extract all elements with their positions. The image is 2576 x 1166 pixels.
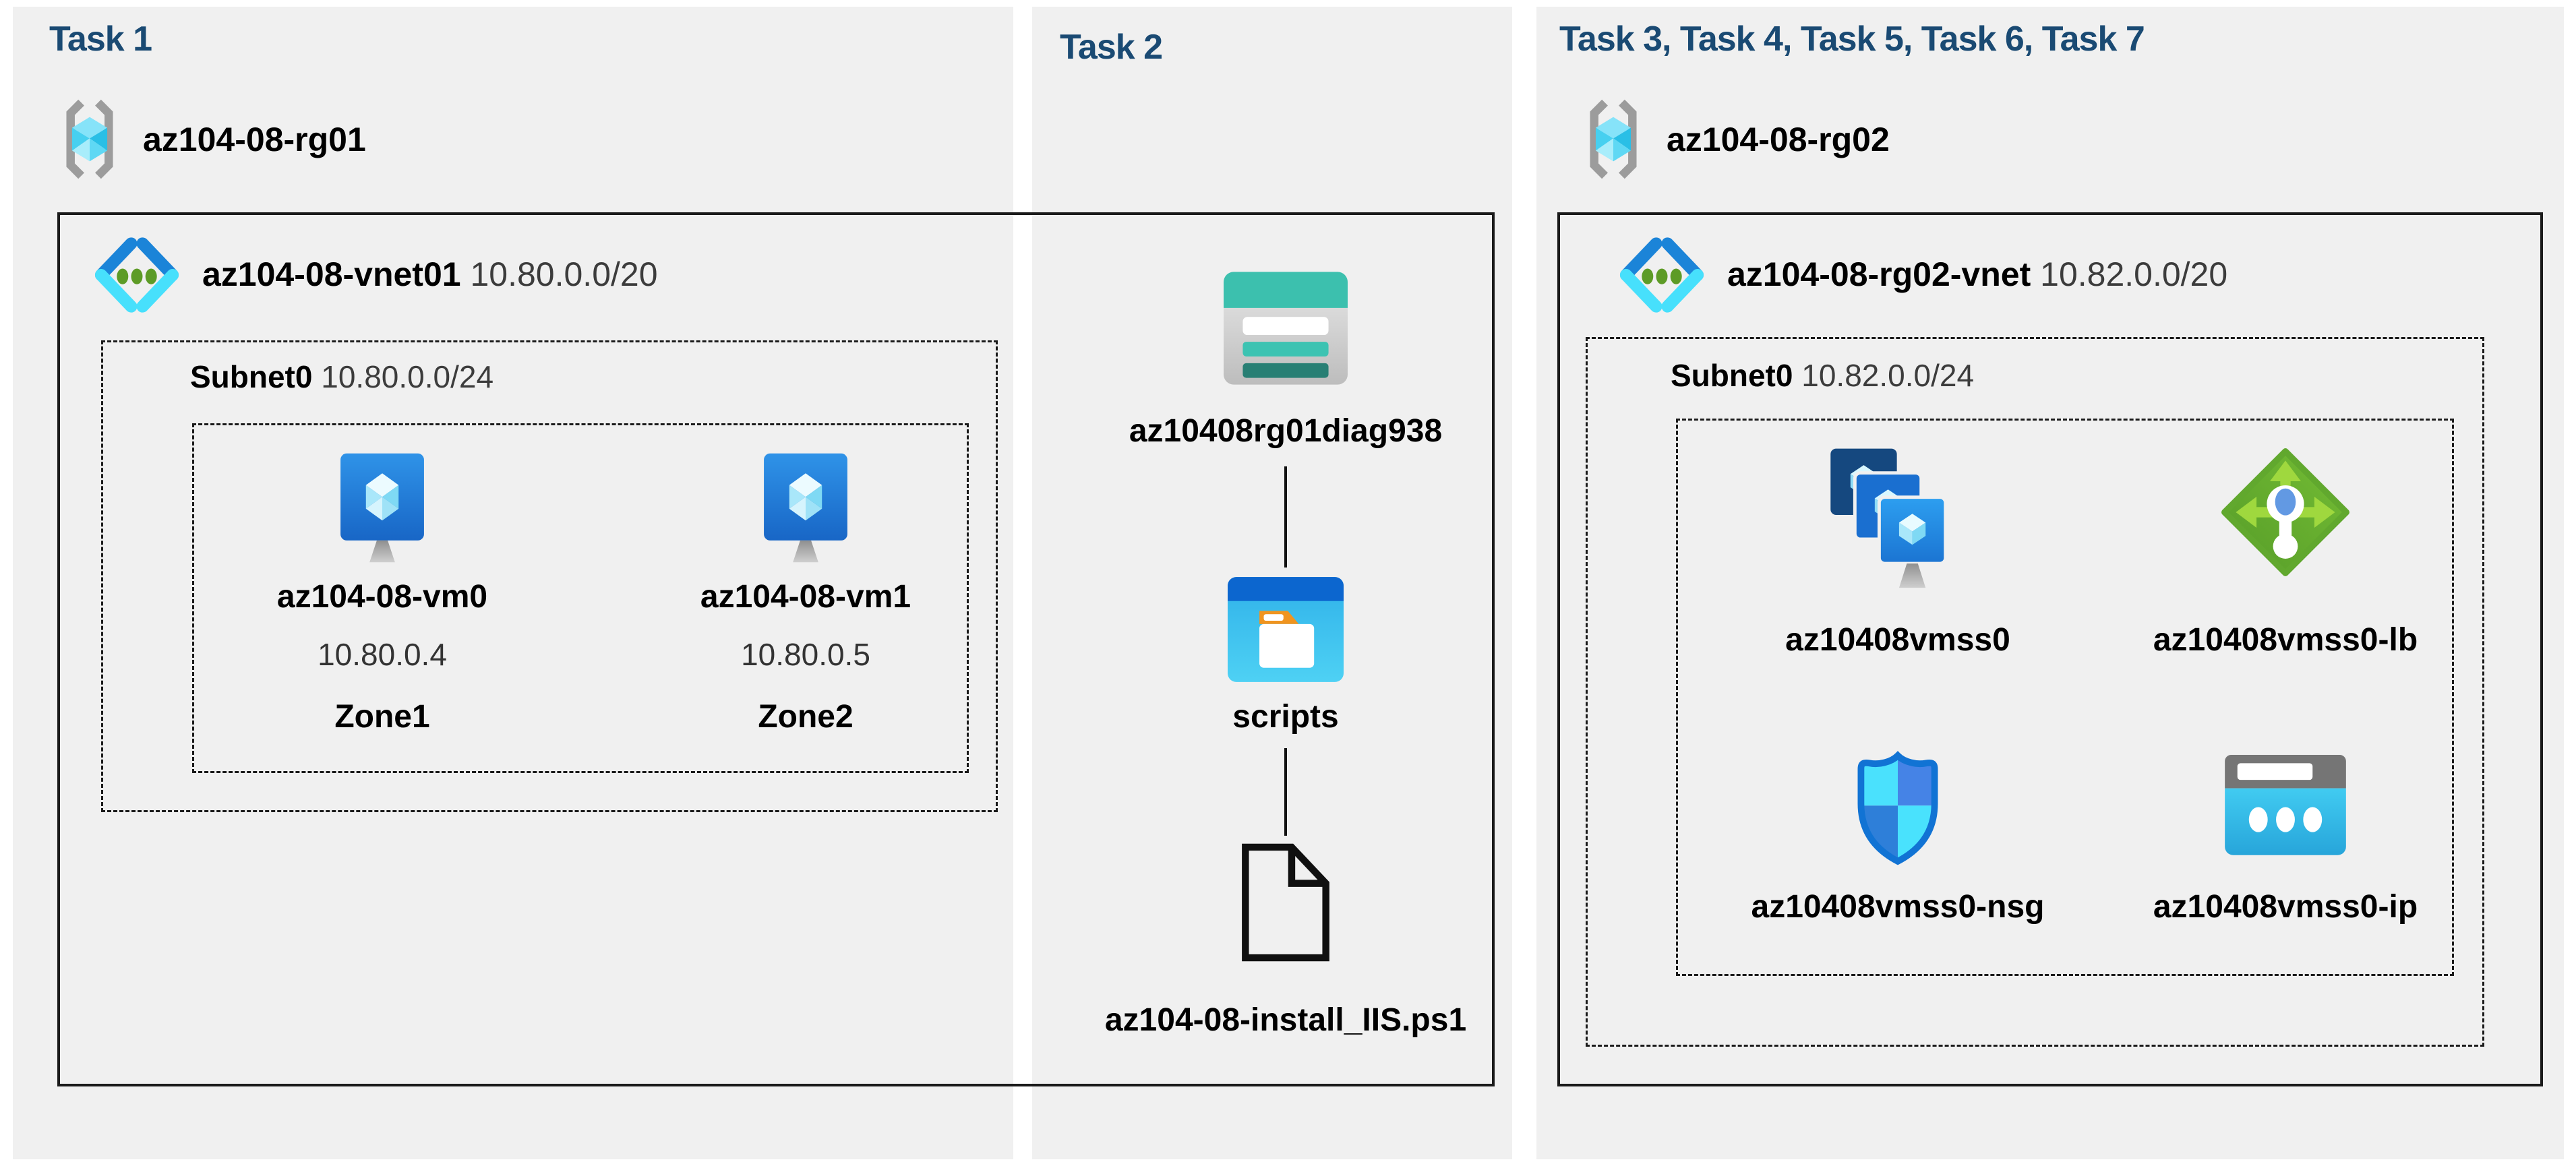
connector-line <box>1284 466 1287 567</box>
virtual-machine-icon <box>335 452 429 570</box>
vnet01-boundary-box <box>57 212 1495 1086</box>
subnet0-name: Subnet0 <box>190 359 313 394</box>
network-security-group-icon <box>1851 751 1945 866</box>
folder-name: scripts <box>1232 699 1339 735</box>
task3to7-title: Task 3, Task 4, Task 5, Task 6, Task 7 <box>1559 20 2145 59</box>
vmss-group-box <box>1676 419 2454 976</box>
rg02-vnet-cidr: 10.82.0.0/20 <box>2040 255 2228 293</box>
subnet0-cidr: 10.80.0.0/24 <box>321 359 494 394</box>
resource-group-icon <box>1584 96 1642 182</box>
vm0-zone: Zone1 <box>334 699 430 735</box>
resource-group-name: az104-08-rg02 <box>1667 121 1890 158</box>
load-balancer-icon <box>2221 448 2349 576</box>
virtual-network-icon <box>90 235 184 315</box>
task3to7-panel <box>1536 7 2564 1159</box>
vm1-ip: 10.80.0.5 <box>741 637 870 672</box>
vmss-name: az10408vmss0 <box>1785 622 2010 658</box>
subnet0-cidr: 10.82.0.0/24 <box>1801 358 1975 393</box>
load-balancer-name: az10408vmss0-lb <box>2153 622 2418 658</box>
vm1-name: az104-08-vm1 <box>700 579 911 615</box>
rg02-vnet-label: az104-08-rg02-vnet 10.82.0.0/20 <box>1727 255 2227 294</box>
storage-account-name: az10408rg01diag938 <box>1129 413 1443 449</box>
resource-group-name: az104-08-rg01 <box>143 121 366 158</box>
task1-panel <box>13 7 1013 1159</box>
rg02-vnet-name: az104-08-rg02-vnet <box>1727 255 2031 293</box>
public-ip-name: az10408vmss0-ip <box>2153 889 2418 925</box>
connector-line <box>1284 748 1287 836</box>
virtual-network-icon <box>1615 235 1709 315</box>
vm0-ip: 10.80.0.4 <box>318 637 447 672</box>
vm-scale-set-icon <box>1828 446 1963 592</box>
subnet0-label: Subnet0 10.80.0.0/24 <box>190 359 493 395</box>
vnet01-name: az104-08-vnet01 <box>202 255 461 293</box>
task2-title: Task 2 <box>1060 28 1163 67</box>
task1-title: Task 1 <box>49 20 152 59</box>
public-ip-icon <box>2225 755 2346 861</box>
script-file-icon <box>1235 841 1336 964</box>
subnet0-label: Subnet0 10.82.0.0/24 <box>1671 357 1974 394</box>
nsg-name: az10408vmss0-nsg <box>1751 889 2045 925</box>
vnet01-label: az104-08-vnet01 10.80.0.0/20 <box>202 255 658 294</box>
vm-zone-group-box <box>192 423 969 773</box>
rg02-vnet-boundary-box <box>1557 212 2543 1086</box>
vm1-zone: Zone2 <box>758 699 853 735</box>
subnet0-box <box>101 340 998 812</box>
subnet0-name: Subnet0 <box>1671 358 1793 393</box>
script-file-name: az104-08-install_IIS.ps1 <box>1104 1002 1467 1038</box>
storage-account-icon <box>1224 272 1348 385</box>
subnet0-box <box>1586 337 2484 1047</box>
vm0-name: az104-08-vm0 <box>276 579 488 615</box>
blob-container-folder-icon <box>1228 577 1344 682</box>
resource-group-icon <box>61 96 119 182</box>
virtual-machine-icon <box>758 452 853 570</box>
vnet01-cidr: 10.80.0.0/20 <box>470 255 658 293</box>
